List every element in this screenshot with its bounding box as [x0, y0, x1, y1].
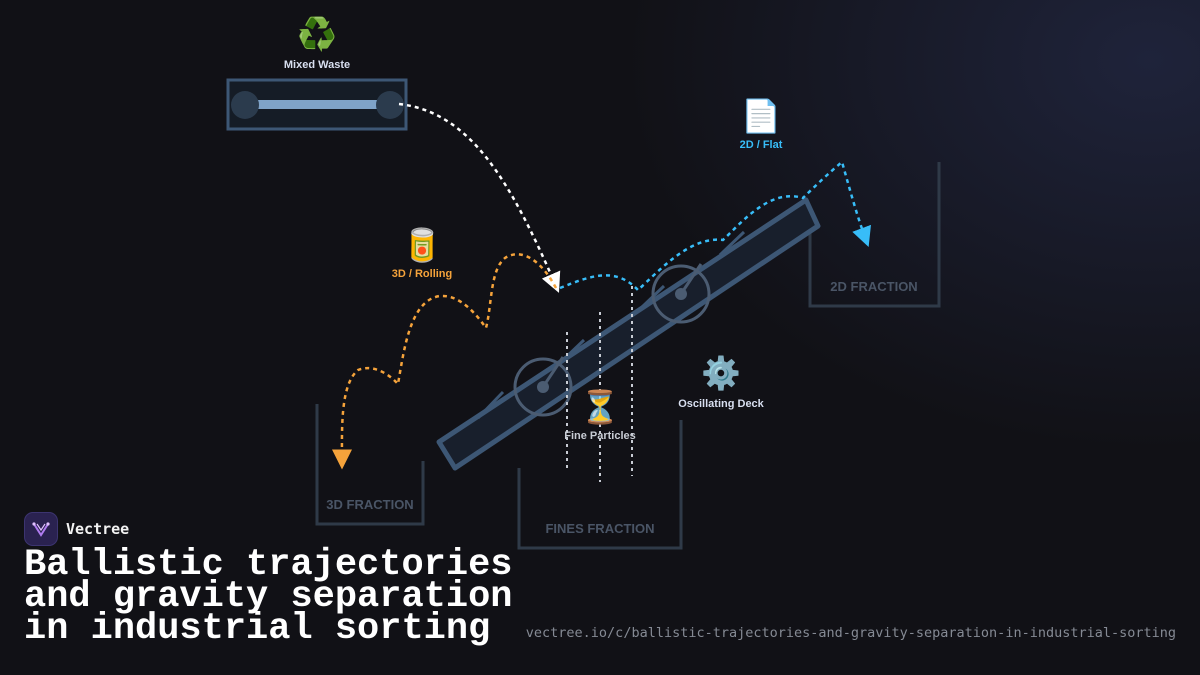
- oscillating-deck-label: Oscillating Deck: [678, 398, 764, 410]
- title-line: Ballistic trajectories: [24, 544, 513, 586]
- crank-wheel: [651, 263, 711, 324]
- flat-trajectory: [559, 159, 871, 292]
- bin-3d-label: 3D FRACTION: [326, 497, 414, 512]
- paddle: [476, 390, 505, 420]
- brand[interactable]: Vectree: [24, 512, 129, 546]
- feed-trajectory: [398, 102, 561, 293]
- feed-conveyor: [226, 78, 408, 131]
- gear-icon: ⚙️: [701, 355, 741, 391]
- brand-name: Vectree: [66, 520, 130, 538]
- crank-wheel: [513, 356, 573, 417]
- title-line: in industrial sorting: [24, 608, 491, 650]
- page-title: Ballistic trajectories and gravity separ…: [24, 544, 513, 650]
- conveyor-roller-right: [376, 91, 404, 119]
- paddle: [558, 338, 586, 365]
- conveyor-roller-left: [231, 91, 259, 119]
- flat-label: 2D / Flat: [739, 139, 783, 151]
- oscillating-deck: [436, 197, 821, 471]
- mixed-waste-label: Mixed Waste: [283, 59, 351, 71]
- source-url[interactable]: vectree.io/c/ballistic-trajectories-and-…: [525, 625, 1176, 641]
- bin-2d-label: 2D FRACTION: [830, 279, 918, 294]
- document-icon: 📄: [741, 98, 781, 134]
- paddle: [718, 230, 746, 257]
- bin-fines-label: FINES FRACTION: [545, 521, 655, 536]
- bin-fines-outline: [517, 420, 683, 550]
- rolling-label: 3D / Rolling: [391, 268, 453, 280]
- recycle-icon: ♻️: [297, 16, 337, 52]
- fines-trajectories: [566, 286, 633, 482]
- hourglass-icon: ⏳: [580, 389, 620, 425]
- bin-2d-outline: [808, 162, 941, 308]
- title-line: and gravity separation: [24, 576, 513, 618]
- fine-particles-label: Fine Particles: [564, 430, 636, 442]
- bin-3d-outline: [315, 404, 425, 526]
- rolling-trajectory: [331, 253, 558, 470]
- vectree-logo-icon: [24, 512, 58, 546]
- can-icon: 🥫: [402, 227, 442, 263]
